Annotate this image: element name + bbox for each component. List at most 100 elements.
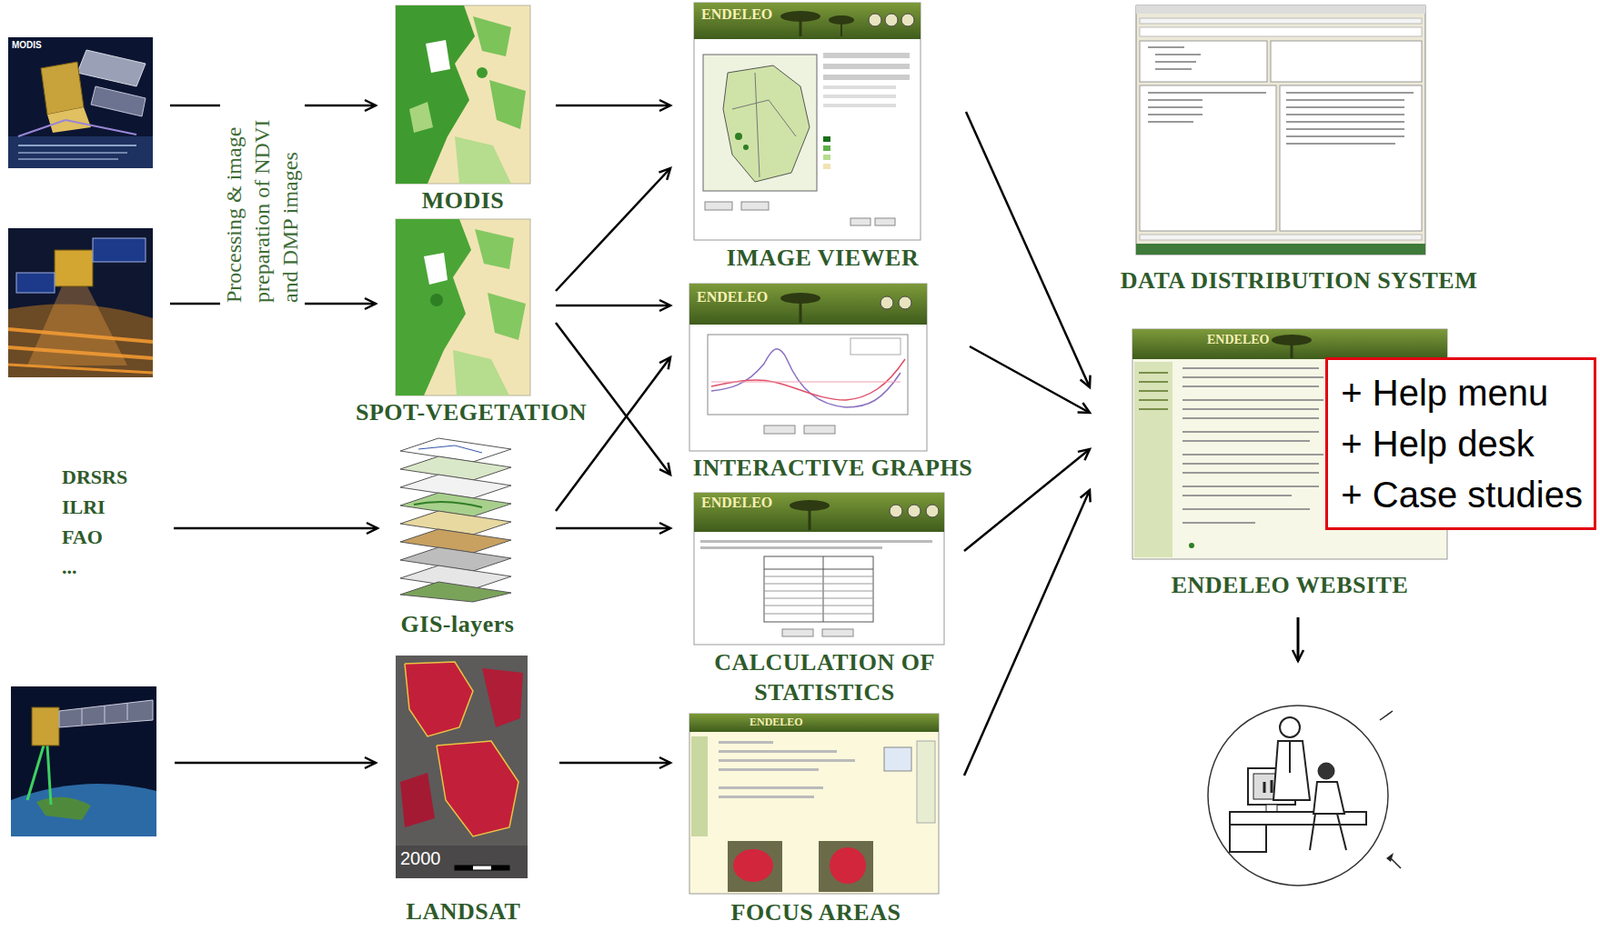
users-illustration xyxy=(1309,814,1347,851)
gis-layer-stack xyxy=(400,438,512,463)
data-distribution-window xyxy=(1270,40,1422,82)
landsat-scene xyxy=(491,865,510,871)
users-illustration xyxy=(1279,717,1300,738)
focus-areas-screenshot xyxy=(768,786,824,790)
gis-layer-stack xyxy=(400,474,512,499)
modis-satellite xyxy=(8,37,153,169)
image-viewer-screenshot xyxy=(704,201,733,211)
modis-satellite xyxy=(8,37,153,169)
image-viewer-screenshot xyxy=(823,85,896,90)
image-viewer-screenshot xyxy=(901,13,915,27)
image-caption: ENDELEO WEBSITE xyxy=(1171,572,1409,600)
data-source-text: DRSRS ILRI FAO ... xyxy=(61,462,150,583)
gis-layer-stack xyxy=(400,547,512,572)
landsat-satellite xyxy=(10,686,157,837)
statistics-screenshot xyxy=(700,546,883,550)
focus-areas-screenshot xyxy=(818,841,874,893)
flow-arrow xyxy=(559,762,671,765)
landsat-satellite xyxy=(31,707,60,746)
image-viewer-screenshot xyxy=(885,13,898,27)
gis-layer-stack xyxy=(400,511,512,535)
landsat-scene xyxy=(454,865,473,871)
landsat-scene xyxy=(395,655,528,879)
statistics-screenshot xyxy=(822,629,854,637)
gis-layer-stack xyxy=(418,445,483,453)
interactive-graphs-screenshot xyxy=(799,298,803,323)
statistics-screenshot xyxy=(764,583,874,585)
landsat-satellite xyxy=(59,700,153,728)
focus-areas-screenshot xyxy=(829,847,866,885)
landsat-scene xyxy=(436,741,519,837)
spot-satellite xyxy=(8,364,153,373)
data-distribution-window xyxy=(1136,5,1426,255)
help-item-text: + Help desk xyxy=(1340,418,1583,470)
image-caption: DATA DISTRIBUTION SYSTEM xyxy=(1120,267,1478,295)
data-distribution-window xyxy=(1139,27,1422,37)
interactive-graphs-screenshot xyxy=(711,382,901,383)
image-year-label: 2000 xyxy=(400,848,442,870)
flow-arrow xyxy=(555,304,671,308)
gis-layer-stack xyxy=(400,493,512,517)
image-viewer-screenshot xyxy=(703,54,817,192)
statistics-screenshot xyxy=(889,504,903,518)
focus-areas-screenshot xyxy=(689,714,939,895)
screen-header-title: ENDELEO xyxy=(749,716,804,729)
endeleo-website-screenshot xyxy=(1188,543,1195,549)
image-caption: SPOT-VEGETATION xyxy=(355,399,587,427)
processing-note: Processing & image preparation of NDVI a… xyxy=(220,101,305,307)
users-illustration xyxy=(1207,705,1389,886)
modis-ndvi-map xyxy=(476,67,488,79)
statistics-screenshot xyxy=(764,605,874,607)
landsat-satellite xyxy=(127,703,129,721)
modis-ndvi-map xyxy=(472,16,512,57)
modis-satellite xyxy=(18,144,137,147)
satellite-logo-text: MODIS xyxy=(11,40,42,51)
flow-arrow xyxy=(555,527,671,531)
gis-layer-stack xyxy=(400,582,512,603)
modis-map: MODIS xyxy=(395,5,531,184)
focus-areas-screenshot xyxy=(718,768,819,772)
focus-areas-screenshot xyxy=(727,841,783,893)
modis-ndvi-map xyxy=(425,40,451,73)
focus-areas-screenshot xyxy=(691,736,708,837)
landsat-satellite xyxy=(104,705,106,724)
screen-header-title: ENDELEO xyxy=(701,6,773,23)
image-viewer-screenshot xyxy=(734,132,743,141)
image-viewer-screenshot xyxy=(823,103,896,108)
image-caption: CALCULATION OF STATISTICS xyxy=(688,647,962,708)
help-item-text: + Case studies xyxy=(1340,469,1583,521)
modis-ndvi-map xyxy=(489,80,526,130)
users-illustration xyxy=(1229,812,1367,826)
interactive-graphs-screenshot xyxy=(764,425,795,434)
image-viewer-screenshot xyxy=(823,163,831,170)
spot-ndvi-map xyxy=(395,219,531,396)
modis-satellite xyxy=(65,120,137,135)
users-illustration xyxy=(1266,805,1278,813)
landsat-satellite xyxy=(47,745,51,806)
modis-satellite xyxy=(18,151,128,154)
data-distribution-window: DATA DISTRIBUTION SYSTEM xyxy=(1136,5,1426,255)
statistics-screenshot xyxy=(764,569,874,571)
statistics-screen: ENDELEOCALCULATION OF STATISTICS xyxy=(694,493,945,645)
focus-areas-screen: ENDELEOFOCUS AREAS xyxy=(689,714,939,895)
spot-vegetation-map: SPOT-VEGETATION xyxy=(395,219,531,396)
interactive-graphs-screenshot xyxy=(804,425,836,434)
spot-satellite xyxy=(8,228,153,378)
image-viewer-screenshot xyxy=(694,2,921,40)
users-illustration xyxy=(1379,711,1393,721)
image-viewer-screenshot xyxy=(875,218,896,226)
focus-areas-screenshot xyxy=(718,750,837,754)
image-viewer-screenshot xyxy=(694,2,921,241)
modis-ndvi-map xyxy=(409,101,433,133)
modis-satellite xyxy=(8,136,153,169)
landsat-satellite xyxy=(81,708,83,725)
focus-areas-screenshot xyxy=(768,795,815,799)
modis-ndvi-map xyxy=(454,136,512,184)
image-viewer-screenshot xyxy=(743,144,749,151)
statistics-screenshot xyxy=(700,540,933,544)
interactive-graphs-screenshot xyxy=(707,334,908,415)
feed-arrows xyxy=(1297,617,1300,662)
gis-layer-stack xyxy=(400,529,512,554)
help-item-text: + Help menu xyxy=(1340,367,1583,419)
